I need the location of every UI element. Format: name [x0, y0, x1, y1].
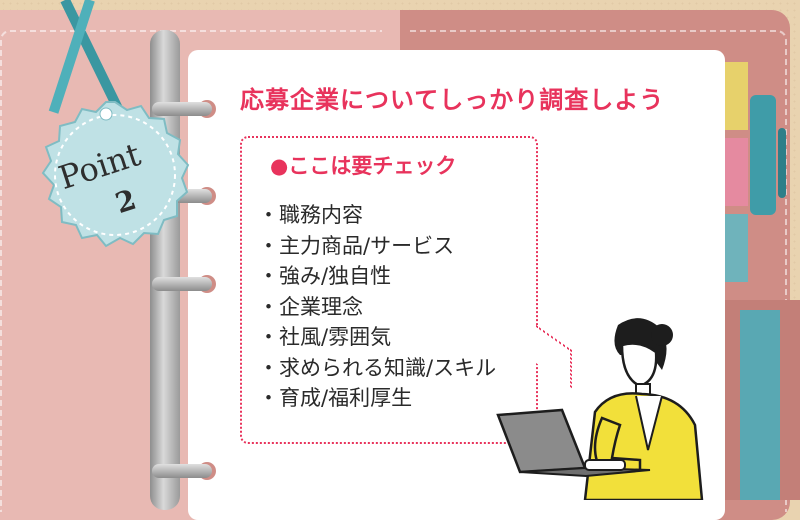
person-with-laptop-icon	[496, 318, 704, 500]
index-tab-blue	[740, 310, 780, 500]
pen-clip	[778, 128, 786, 198]
checklist-item: ・企業理念	[258, 294, 363, 319]
pen-icon	[750, 95, 776, 215]
checklist-item: ・育成/福利厚生	[258, 386, 413, 410]
checklist-heading: ●ここは要チェック	[270, 154, 457, 178]
point-badge-icon	[41, 101, 190, 248]
binder-stitching-left	[0, 30, 382, 512]
checklist: ・職務内容 ・主力商品/サービス ・強み/独自性 ・企業理念 ・社風/雰囲気 ・…	[258, 200, 496, 414]
checklist-item: ・求められる知識/スキル	[258, 355, 497, 380]
page-title: 応募企業についてしっかり調査しよう	[240, 86, 665, 114]
checklist-item: ・主力商品/サービス	[258, 233, 455, 258]
binder-ring-icon	[152, 464, 212, 478]
binder-stitching-right	[410, 30, 787, 512]
checklist-box	[240, 136, 538, 444]
binder-ring-icon	[152, 102, 212, 116]
checklist-item: ・職務内容	[258, 203, 363, 227]
checklist-item: ・強み/独自性	[258, 264, 392, 288]
binder-ring-icon	[152, 277, 212, 291]
checklist-item: ・社風/雰囲気	[258, 325, 392, 349]
